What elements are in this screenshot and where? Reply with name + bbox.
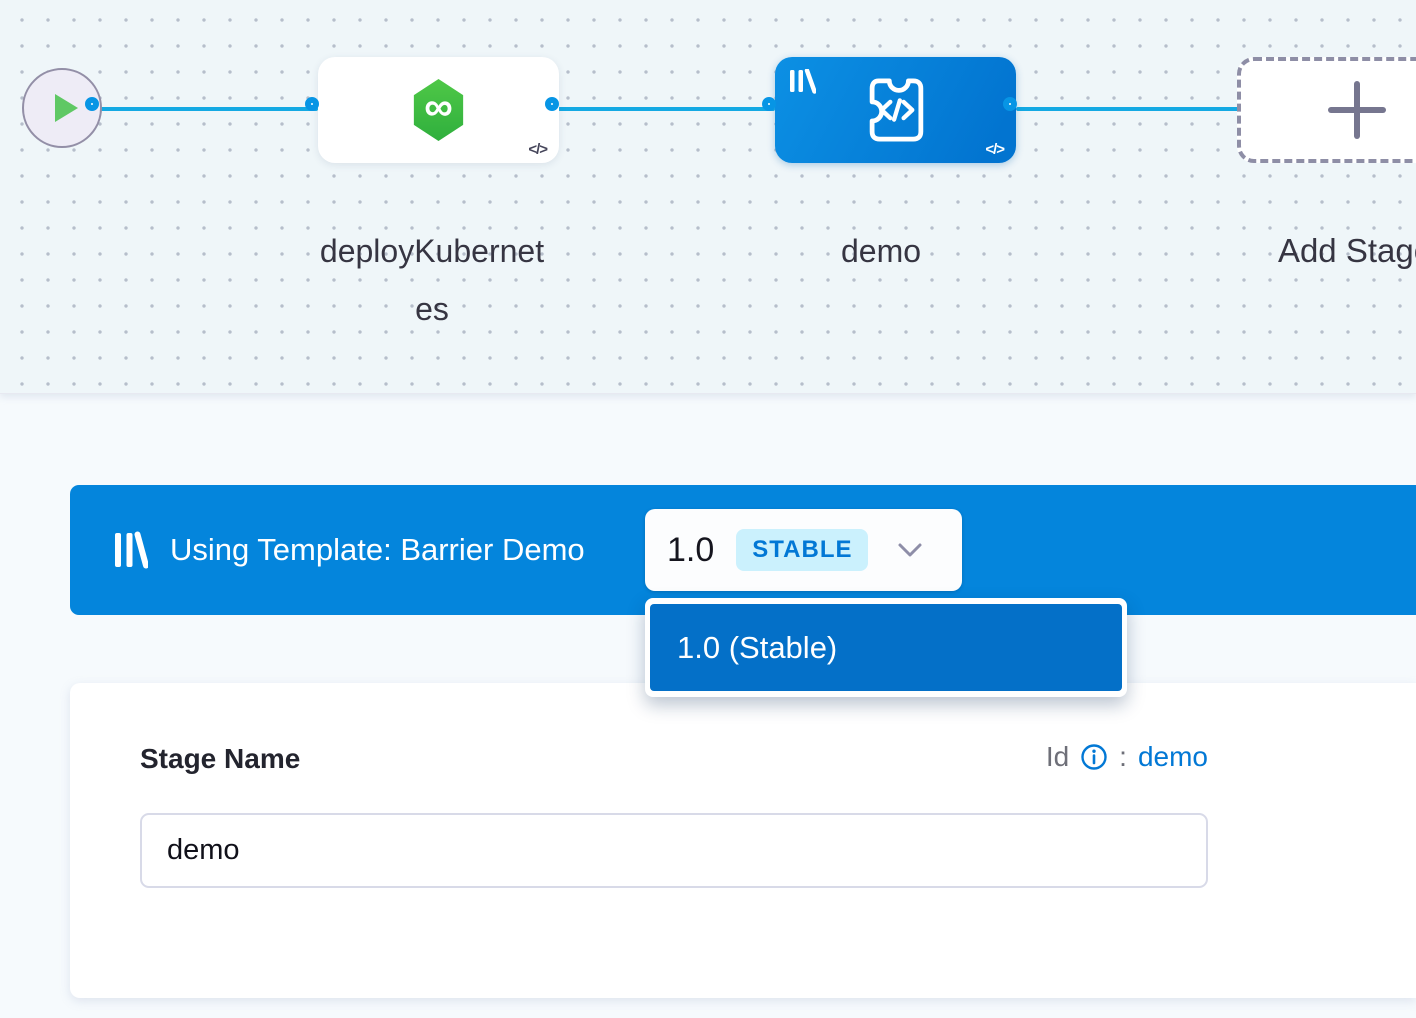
code-icon: </> [528, 141, 548, 158]
edge-k8s-to-demo [558, 107, 775, 111]
stage-name-input[interactable] [140, 813, 1208, 888]
plus-icon [1328, 81, 1386, 139]
edge-start-to-k8s [98, 107, 318, 111]
stage-label-demo[interactable]: demo [840, 233, 922, 269]
port-demo-in[interactable] [762, 97, 776, 111]
template-version-dropdown[interactable]: 1.0 STABLE [645, 509, 962, 591]
port-start-out[interactable] [85, 97, 99, 111]
stage-overview-card: Stage Name Id : demo [70, 683, 1416, 998]
stage-id-value[interactable]: demo [1137, 741, 1208, 772]
template-library-icon [790, 69, 816, 94]
stage-name-label: Stage Name [140, 743, 301, 774]
pipeline-canvas[interactable]: ∞ </> </> [0, 0, 1416, 394]
template-stage-icon [869, 78, 923, 142]
add-stage-button[interactable] [1237, 57, 1416, 163]
port-demo-out[interactable] [1003, 97, 1017, 111]
stage-label-deploykubernetes[interactable]: deployKubernetes [319, 233, 545, 327]
version-number: 1.0 [667, 530, 715, 569]
port-k8s-in[interactable] [305, 97, 319, 111]
using-template-banner: Using Template: Barrier Demo 1.0 STABLE [70, 485, 1416, 615]
port-k8s-out[interactable] [545, 97, 559, 111]
stage-node-demo[interactable]: </> [775, 57, 1016, 163]
id-colon: : [1119, 741, 1127, 772]
kubernetes-deploy-icon: ∞ [413, 79, 464, 141]
info-icon[interactable] [1080, 743, 1108, 771]
version-dropdown-menu: 1.0 (Stable) [645, 598, 1127, 697]
id-label: Id [1045, 741, 1070, 772]
play-icon [54, 94, 78, 122]
template-library-icon [115, 531, 148, 569]
infinity-icon: ∞ [424, 85, 453, 129]
stable-badge: STABLE [736, 529, 869, 571]
stage-node-deploykubernetes[interactable]: ∞ </> [318, 57, 559, 163]
using-template-text: Using Template: Barrier Demo [170, 532, 585, 567]
code-icon: </> [985, 141, 1005, 158]
stage-label-add-stage[interactable]: Add Stage [1277, 232, 1416, 269]
stage-id-row: Id : demo [1046, 741, 1208, 773]
version-option-1-0-stable[interactable]: 1.0 (Stable) [650, 604, 1122, 691]
chevron-down-icon [898, 543, 922, 557]
edge-demo-to-add [1016, 107, 1240, 111]
